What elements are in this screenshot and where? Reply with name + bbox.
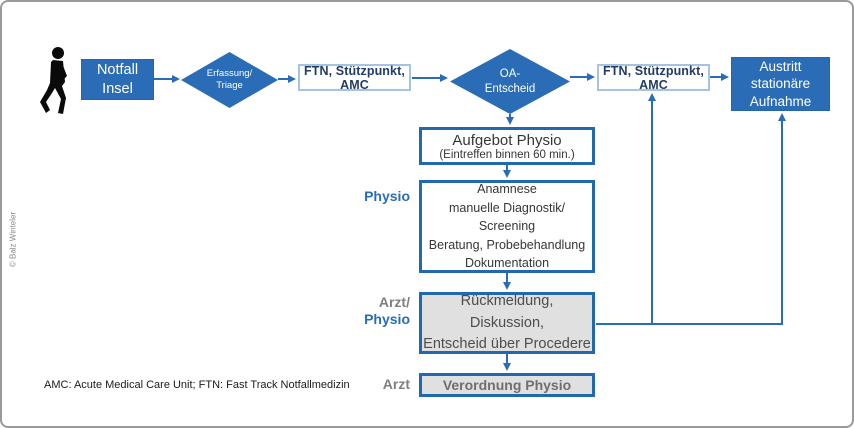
node-rueckmeldung-line2: Entscheid über Procedere xyxy=(423,335,591,352)
row-label-arzt-part: Arzt/ xyxy=(378,294,410,310)
node-anamnese-line3: Screening xyxy=(478,219,536,234)
row-label-arzt-physio: Arzt/ Physio xyxy=(332,294,410,327)
node-anamnese-line4: Beratung, Probebehandlung xyxy=(428,237,586,252)
node-ftn-stuetzpunkt-amc-2: FTN, Stützpunkt, AMC xyxy=(597,63,710,92)
node-notfall-line2: Insel xyxy=(102,80,133,97)
node-notfall-insel: Notfall Insel xyxy=(81,59,154,100)
node-anamnese-diagnostik: Anamnese manuelle Diagnostik/ Screening … xyxy=(419,180,595,273)
row-label-arzt: Arzt xyxy=(382,376,410,392)
row-label-physio: Physio xyxy=(364,188,410,204)
walking-person-icon xyxy=(38,46,76,116)
node-austritt-line3: Aufnahme xyxy=(749,93,812,109)
node-oa-line1: OA- xyxy=(499,67,521,80)
copyright-credit: © Balz Winteler xyxy=(8,211,18,268)
node-rueckmeldung-line1: Rückmeldung, Diskussion, xyxy=(460,293,554,331)
node-austritt-line2: stationäre xyxy=(750,76,811,92)
node-aufgebot-title: Aufgebot Physio xyxy=(452,131,562,149)
node-ftn-stuetzpunkt-amc-1: FTN, Stützpunkt, AMC xyxy=(298,63,411,92)
node-verordnung-label: Verordnung Physio xyxy=(442,377,572,393)
node-aufgebot-physio: Aufgebot Physio (Eintreffen binnen 60 mi… xyxy=(419,127,595,165)
node-oa-entscheid-decision: OA- Entscheid xyxy=(450,49,570,114)
node-anamnese-line2: manuelle Diagnostik/ xyxy=(448,200,566,215)
node-aufgebot-subtitle: (Eintreffen binnen 60 min.) xyxy=(439,148,575,161)
node-oa-line2: Entscheid xyxy=(484,82,536,95)
node-rueckmeldung-entscheid: Rückmeldung, Diskussion, Entscheid über … xyxy=(419,292,595,354)
node-austritt-line1: Austritt xyxy=(759,59,802,75)
node-verordnung-physio: Verordnung Physio xyxy=(419,373,595,397)
node-ftn2-label: FTN, Stützpunkt, AMC xyxy=(603,63,704,92)
abbreviation-footnote: AMC: Acute Medical Care Unit; FTN: Fast … xyxy=(44,379,350,391)
node-anamnese-line1: Anamnese xyxy=(477,182,537,197)
node-ftn1-label: FTN, Stützpunkt, AMC xyxy=(304,63,405,92)
node-erfassung-line1: Erfassung/ xyxy=(206,67,253,79)
node-erfassung-line2: Triage xyxy=(216,80,243,91)
node-anamnese-line5: Dokumentation xyxy=(464,256,550,271)
node-erfassung-triage-decision: Erfassung/ Triage xyxy=(181,52,278,108)
node-austritt-stationaere-aufnahme: Austritt stationäre Aufnahme xyxy=(731,57,830,111)
row-label-physio-part: Physio xyxy=(364,310,410,327)
node-notfall-line1: Notfall xyxy=(96,61,139,78)
